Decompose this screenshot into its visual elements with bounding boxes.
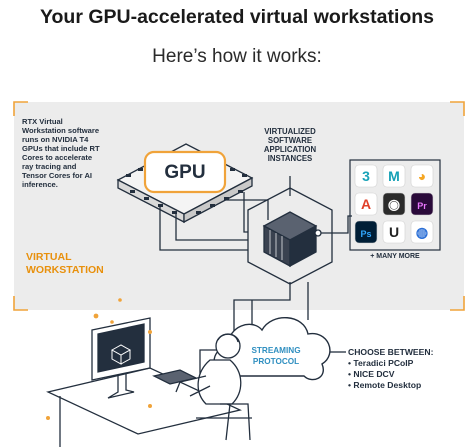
protocol-option: • Teradici PCoIP [348, 358, 414, 368]
protocol-option: • NICE DCV [348, 369, 395, 379]
blender-icon: ◕ [410, 164, 434, 188]
instances-label-line: INSTANCES [268, 154, 312, 163]
choose-title: CHOOSE BETWEEN: [348, 347, 434, 357]
autocad-icon: A [354, 192, 378, 216]
gpu-chip-icon: GPU [116, 143, 254, 224]
protocol-options: CHOOSE BETWEEN: • Teradici PCoIP • NICE … [348, 347, 434, 390]
instances-label-line: APPLICATION [264, 145, 317, 154]
more-apps-label: + MANY MORE [370, 253, 420, 260]
corner-brackets [13, 101, 465, 311]
instances-label-line: SOFTWARE [268, 136, 312, 145]
streaming-label: PROTOCOL [253, 357, 299, 366]
gpu-label-box [143, 150, 227, 194]
svg-text:Ps: Ps [360, 229, 371, 239]
svg-text:M: M [388, 168, 400, 184]
instances-label-line: VIRTUALIZED [264, 127, 316, 136]
premiere-icon: Pr [410, 192, 434, 216]
description-line: inference. [22, 180, 58, 189]
keyshot-icon: ◍ [410, 220, 434, 244]
svg-text:3: 3 [362, 168, 370, 184]
description-line: Cores to accelerate [22, 153, 92, 162]
svg-text:◕: ◕ [418, 168, 426, 184]
instances-label: VIRTUALIZED SOFTWARE APPLICATION INSTANC… [264, 127, 317, 163]
description-line: Tensor Cores for AI [22, 171, 92, 180]
description-text: RTX Virtual Workstation software runs on… [22, 117, 100, 189]
svg-text:◉: ◉ [388, 196, 400, 212]
instances-cube-icon [247, 187, 333, 285]
unreal-icon: U [382, 220, 406, 244]
section-label: WORKSTATION [26, 264, 104, 276]
photoshop-icon: Ps [354, 220, 378, 244]
svg-text:◍: ◍ [416, 224, 428, 240]
description-line: ray tracing and [22, 162, 77, 171]
page-title: Your GPU-accelerated virtual workstation… [39, 6, 435, 28]
3dsmax-icon: 3 [354, 164, 378, 188]
description-line: RTX Virtual [22, 117, 63, 126]
svg-text:A: A [361, 196, 371, 212]
streaming-label: STREAMING [251, 346, 300, 355]
protocol-option: • Remote Desktop [348, 380, 421, 390]
svg-text:Pr: Pr [417, 201, 427, 211]
maya-icon: M [382, 164, 406, 188]
description-line: GPUs that include RT [22, 144, 100, 153]
gpu-label: GPU [164, 162, 205, 183]
page-subtitle: Here’s how it works: [152, 46, 322, 67]
description-line: runs on NVIDIA T4 [22, 135, 89, 144]
description-line: Workstation software [22, 126, 99, 135]
cinema4d-icon: ◉ [382, 192, 406, 216]
svg-text:U: U [389, 224, 399, 240]
apps-frame [349, 159, 441, 251]
user-workstation-icon [46, 317, 252, 447]
decorative-dots [46, 298, 152, 420]
section-label: VIRTUAL [26, 251, 72, 263]
